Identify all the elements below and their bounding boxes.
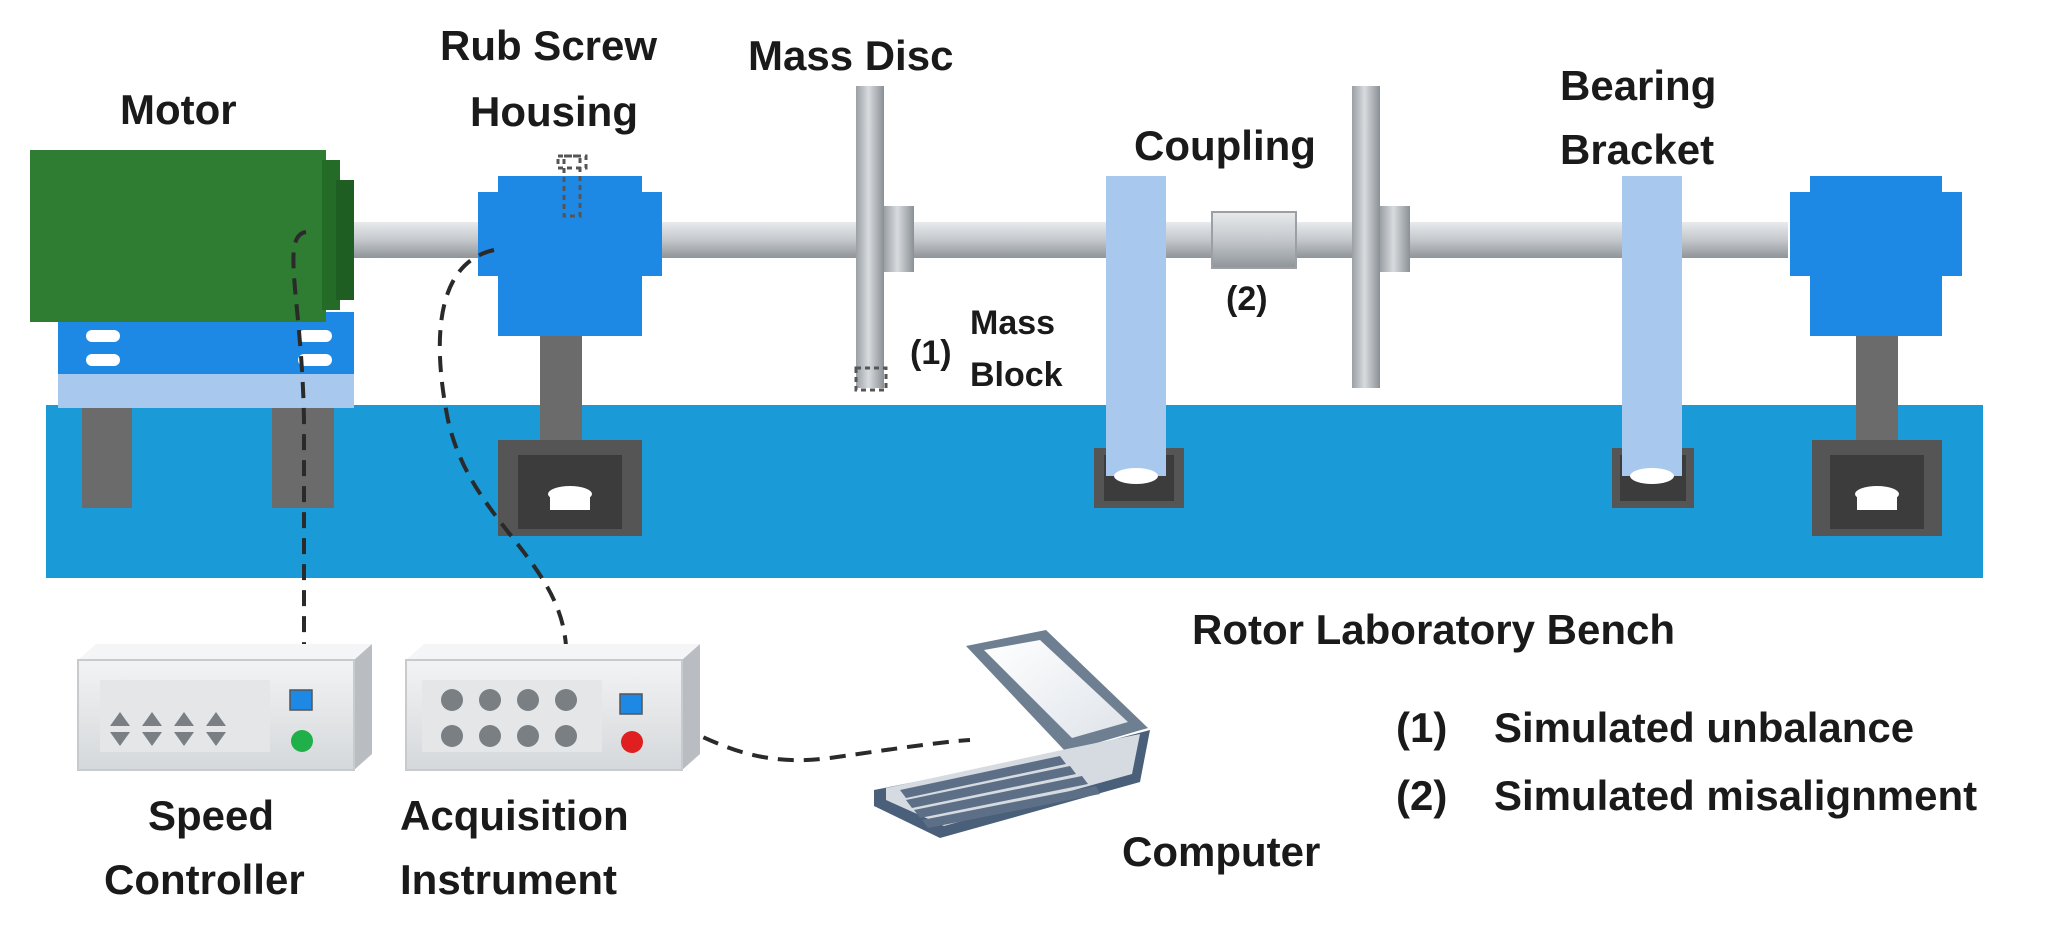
label-rub-screw-housing-line1: Rub Screw xyxy=(440,22,657,69)
mass-disc-1 xyxy=(854,86,914,392)
rub-screw xyxy=(562,154,582,218)
legend: (1) Simulated unbalance (2) Simulated mi… xyxy=(1396,704,1977,819)
label-bearing-bracket-line2: Bracket xyxy=(1560,126,1714,173)
label-acquisition-instrument-line1: Acquisition xyxy=(400,792,629,839)
motor-mount xyxy=(58,312,354,508)
bearing-housing-right xyxy=(1790,176,1962,536)
acquisition-status-light xyxy=(621,731,643,753)
coupling xyxy=(1211,211,1297,269)
bearing-bracket-middle xyxy=(1094,176,1184,508)
rub-screw-housing xyxy=(478,154,662,536)
label-computer: Computer xyxy=(1122,828,1320,875)
label-bench: Rotor Laboratory Bench xyxy=(1192,606,1675,653)
mass-disc-2 xyxy=(1352,86,1410,388)
label-mass-block-line2: Block xyxy=(970,356,1063,394)
label-mass-block-marker: (1) xyxy=(910,334,952,372)
label-motor: Motor xyxy=(120,86,237,133)
label-speed-controller-line1: Speed xyxy=(148,792,274,839)
label-coupling: Coupling xyxy=(1134,122,1316,169)
acquisition-instrument xyxy=(405,644,700,771)
bearing-bracket-right xyxy=(1612,176,1694,508)
label-rub-screw-housing-line2: Housing xyxy=(470,88,638,135)
speed-controller xyxy=(77,644,372,771)
cable-motor-controller xyxy=(291,230,307,700)
computer xyxy=(874,630,1150,838)
legend-marker-2: (2) xyxy=(1396,772,1447,819)
mass-block xyxy=(854,366,888,392)
label-bearing-bracket-line1: Bearing xyxy=(1560,62,1716,109)
label-coupling-marker: (2) xyxy=(1226,280,1268,318)
label-mass-block-line1: Mass xyxy=(970,304,1055,342)
legend-text-1: Simulated unbalance xyxy=(1494,704,1914,751)
cable-housing-acquisition xyxy=(437,248,568,647)
label-mass-disc: Mass Disc xyxy=(748,32,953,79)
motor xyxy=(30,150,354,322)
controller-status-light xyxy=(291,730,313,752)
label-acquisition-instrument-line2: Instrument xyxy=(400,856,617,903)
label-speed-controller-line2: Controller xyxy=(104,856,305,903)
legend-text-2: Simulated misalignment xyxy=(1494,772,1977,819)
legend-marker-1: (1) xyxy=(1396,704,1447,751)
